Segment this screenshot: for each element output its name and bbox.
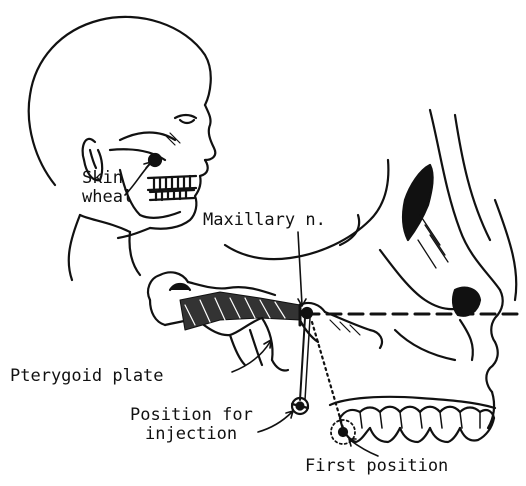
teeth-row bbox=[330, 397, 495, 442]
label-maxillary-n: Maxillary n. bbox=[203, 212, 326, 229]
skin-wheal-dot bbox=[149, 154, 161, 166]
label-position-for: Position for bbox=[130, 407, 253, 424]
needle-dotted bbox=[312, 322, 343, 428]
leader-first-position bbox=[350, 440, 378, 456]
leader-injection bbox=[258, 412, 292, 432]
label-skin: Skin bbox=[82, 170, 123, 187]
label-wheal: wheal bbox=[82, 189, 133, 206]
leader-pterygoid bbox=[232, 342, 270, 372]
label-first-position: First position bbox=[305, 458, 448, 475]
pterygoid-region bbox=[148, 272, 382, 370]
label-pterygoid-plate: Pterygoid plate bbox=[10, 368, 164, 385]
label-injection: injection bbox=[145, 426, 237, 443]
needle-solid bbox=[300, 318, 305, 400]
leader-maxillary bbox=[298, 232, 302, 305]
main-skull bbox=[225, 110, 516, 428]
needle-paths bbox=[292, 318, 355, 444]
